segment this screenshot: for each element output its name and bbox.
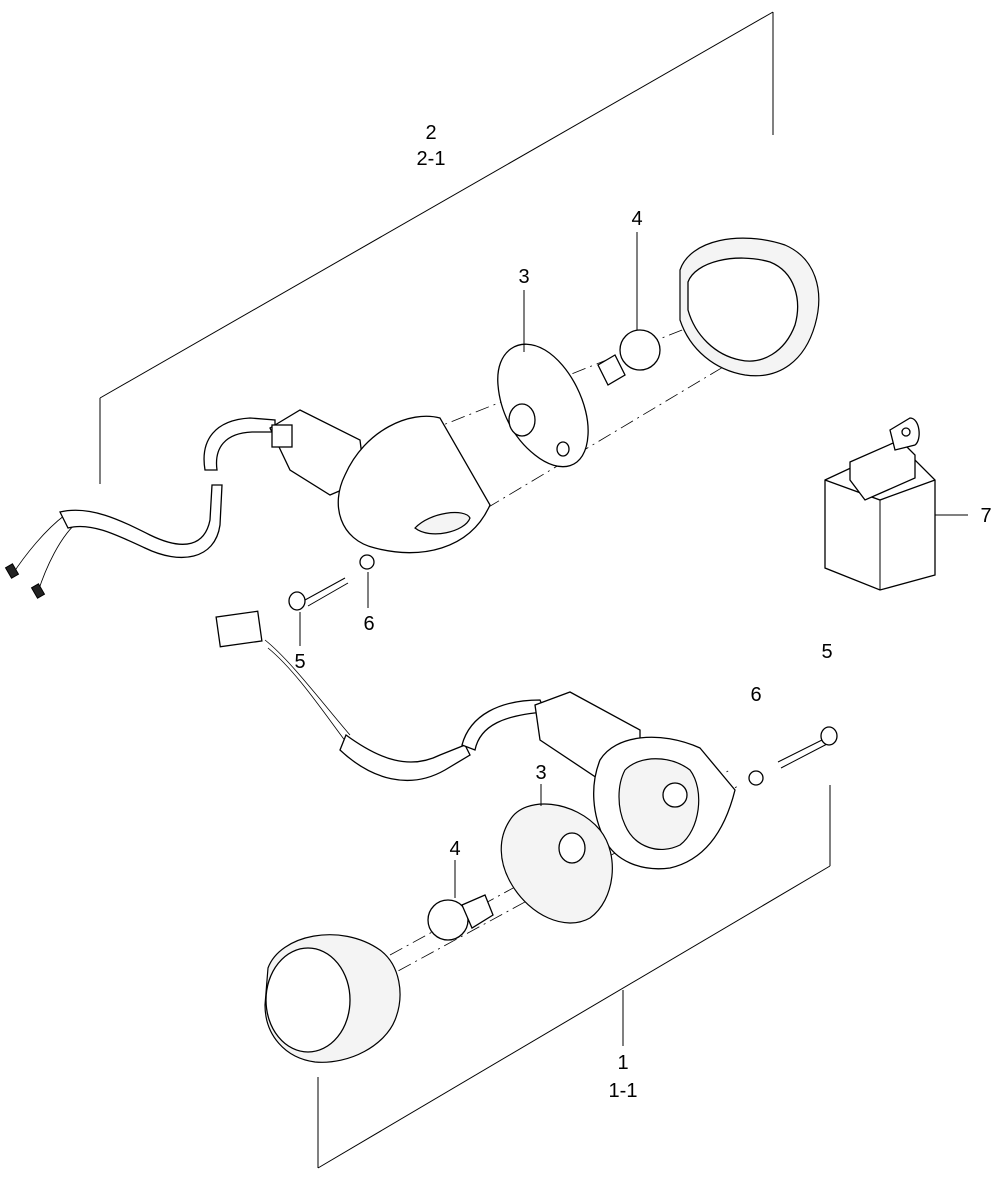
callout-3-lower: 3 [535, 762, 546, 784]
bulb-upper-base [597, 354, 626, 386]
callout-labels: 2 2-1 3 4 7 6 5 5 6 3 4 1 1-1 [294, 122, 991, 1102]
callout-6-left: 6 [363, 613, 374, 635]
callout-5-left: 5 [294, 651, 305, 673]
callout-7: 7 [980, 505, 991, 527]
wire-harness-lower-sheath [339, 733, 471, 782]
wire-lead-a [11, 514, 66, 576]
screw-washer-lower [748, 726, 838, 786]
bracket-upper-assembly [99, 11, 774, 484]
lens-lower-face [265, 947, 351, 1053]
callout-4-upper: 4 [631, 208, 642, 230]
gasket-upper [497, 343, 589, 468]
bulb-upper-glass [619, 329, 661, 371]
wire-terminal-a [4, 563, 20, 579]
lens-cap-upper-inner [687, 257, 799, 362]
upper-signal-assembly [4, 237, 820, 599]
callout-5-right: 5 [821, 641, 832, 663]
flasher-relay [824, 417, 968, 591]
wire-lead-b [37, 519, 81, 593]
washer-lower [748, 770, 764, 786]
relay-mount-hole [901, 427, 911, 437]
stem-nut [271, 424, 293, 448]
lower-signal-assembly [215, 610, 741, 1063]
wire-lower-a [264, 639, 351, 736]
callout-3-upper: 3 [518, 266, 529, 288]
housing-lower-socket [662, 782, 688, 808]
bracket-lower-assembly [317, 785, 831, 1169]
washer-upper [359, 554, 375, 570]
callout-2-1: 2-1 [417, 148, 446, 170]
housing-shell [337, 415, 491, 554]
housing-reflector-window [414, 511, 471, 535]
callout-1-1: 1-1 [609, 1080, 638, 1102]
wire-harness-sheath-upper [203, 417, 276, 471]
bulb-lower-base [461, 894, 494, 929]
leader-lines [454, 232, 638, 898]
screw-upper-head [288, 591, 306, 611]
screw-lower-head [820, 726, 838, 746]
reflector-lower-hole [558, 832, 586, 864]
callout-6-right: 6 [750, 684, 761, 706]
wire-harness-sheath-lower [59, 484, 223, 559]
callout-4-lower: 4 [449, 838, 460, 860]
wire-connector [215, 610, 263, 648]
wire-harness-lower-sheath-b [461, 699, 546, 751]
wire-lower-b [267, 647, 347, 743]
wire-terminal-b [30, 583, 46, 599]
gasket-upper-pin [556, 441, 570, 457]
callout-2: 2 [425, 122, 436, 144]
gasket-upper-hole [508, 403, 536, 437]
housing-lower-interior [618, 758, 700, 850]
screw-washer-upper [288, 554, 375, 646]
reflector-lower [500, 803, 613, 924]
callout-1: 1 [617, 1052, 628, 1074]
